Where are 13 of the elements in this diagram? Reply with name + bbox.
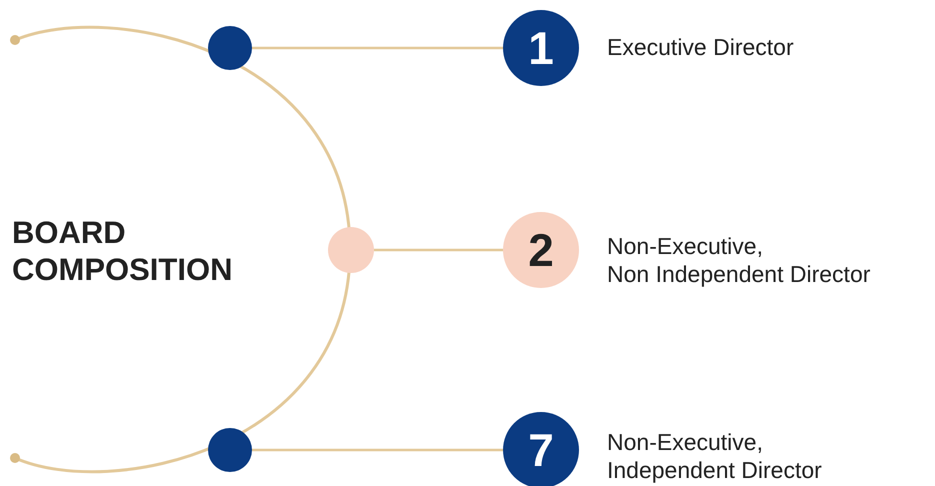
diagram-title: BOARD COMPOSITION	[12, 214, 234, 288]
node-caption: Non-Executive, Independent Director	[607, 428, 822, 484]
node-caption: Executive Director	[607, 33, 794, 61]
number-circle: 7	[503, 412, 579, 486]
connector-line	[252, 448, 503, 452]
dot-marker	[208, 428, 252, 472]
connector-line	[374, 248, 503, 252]
number-circle: 2	[503, 212, 579, 288]
connector-line	[252, 46, 503, 50]
dot-marker	[208, 26, 252, 70]
dot-marker	[328, 227, 374, 273]
number-circle: 1	[503, 10, 579, 86]
node-caption: Non-Executive, Non Independent Director	[607, 232, 870, 288]
